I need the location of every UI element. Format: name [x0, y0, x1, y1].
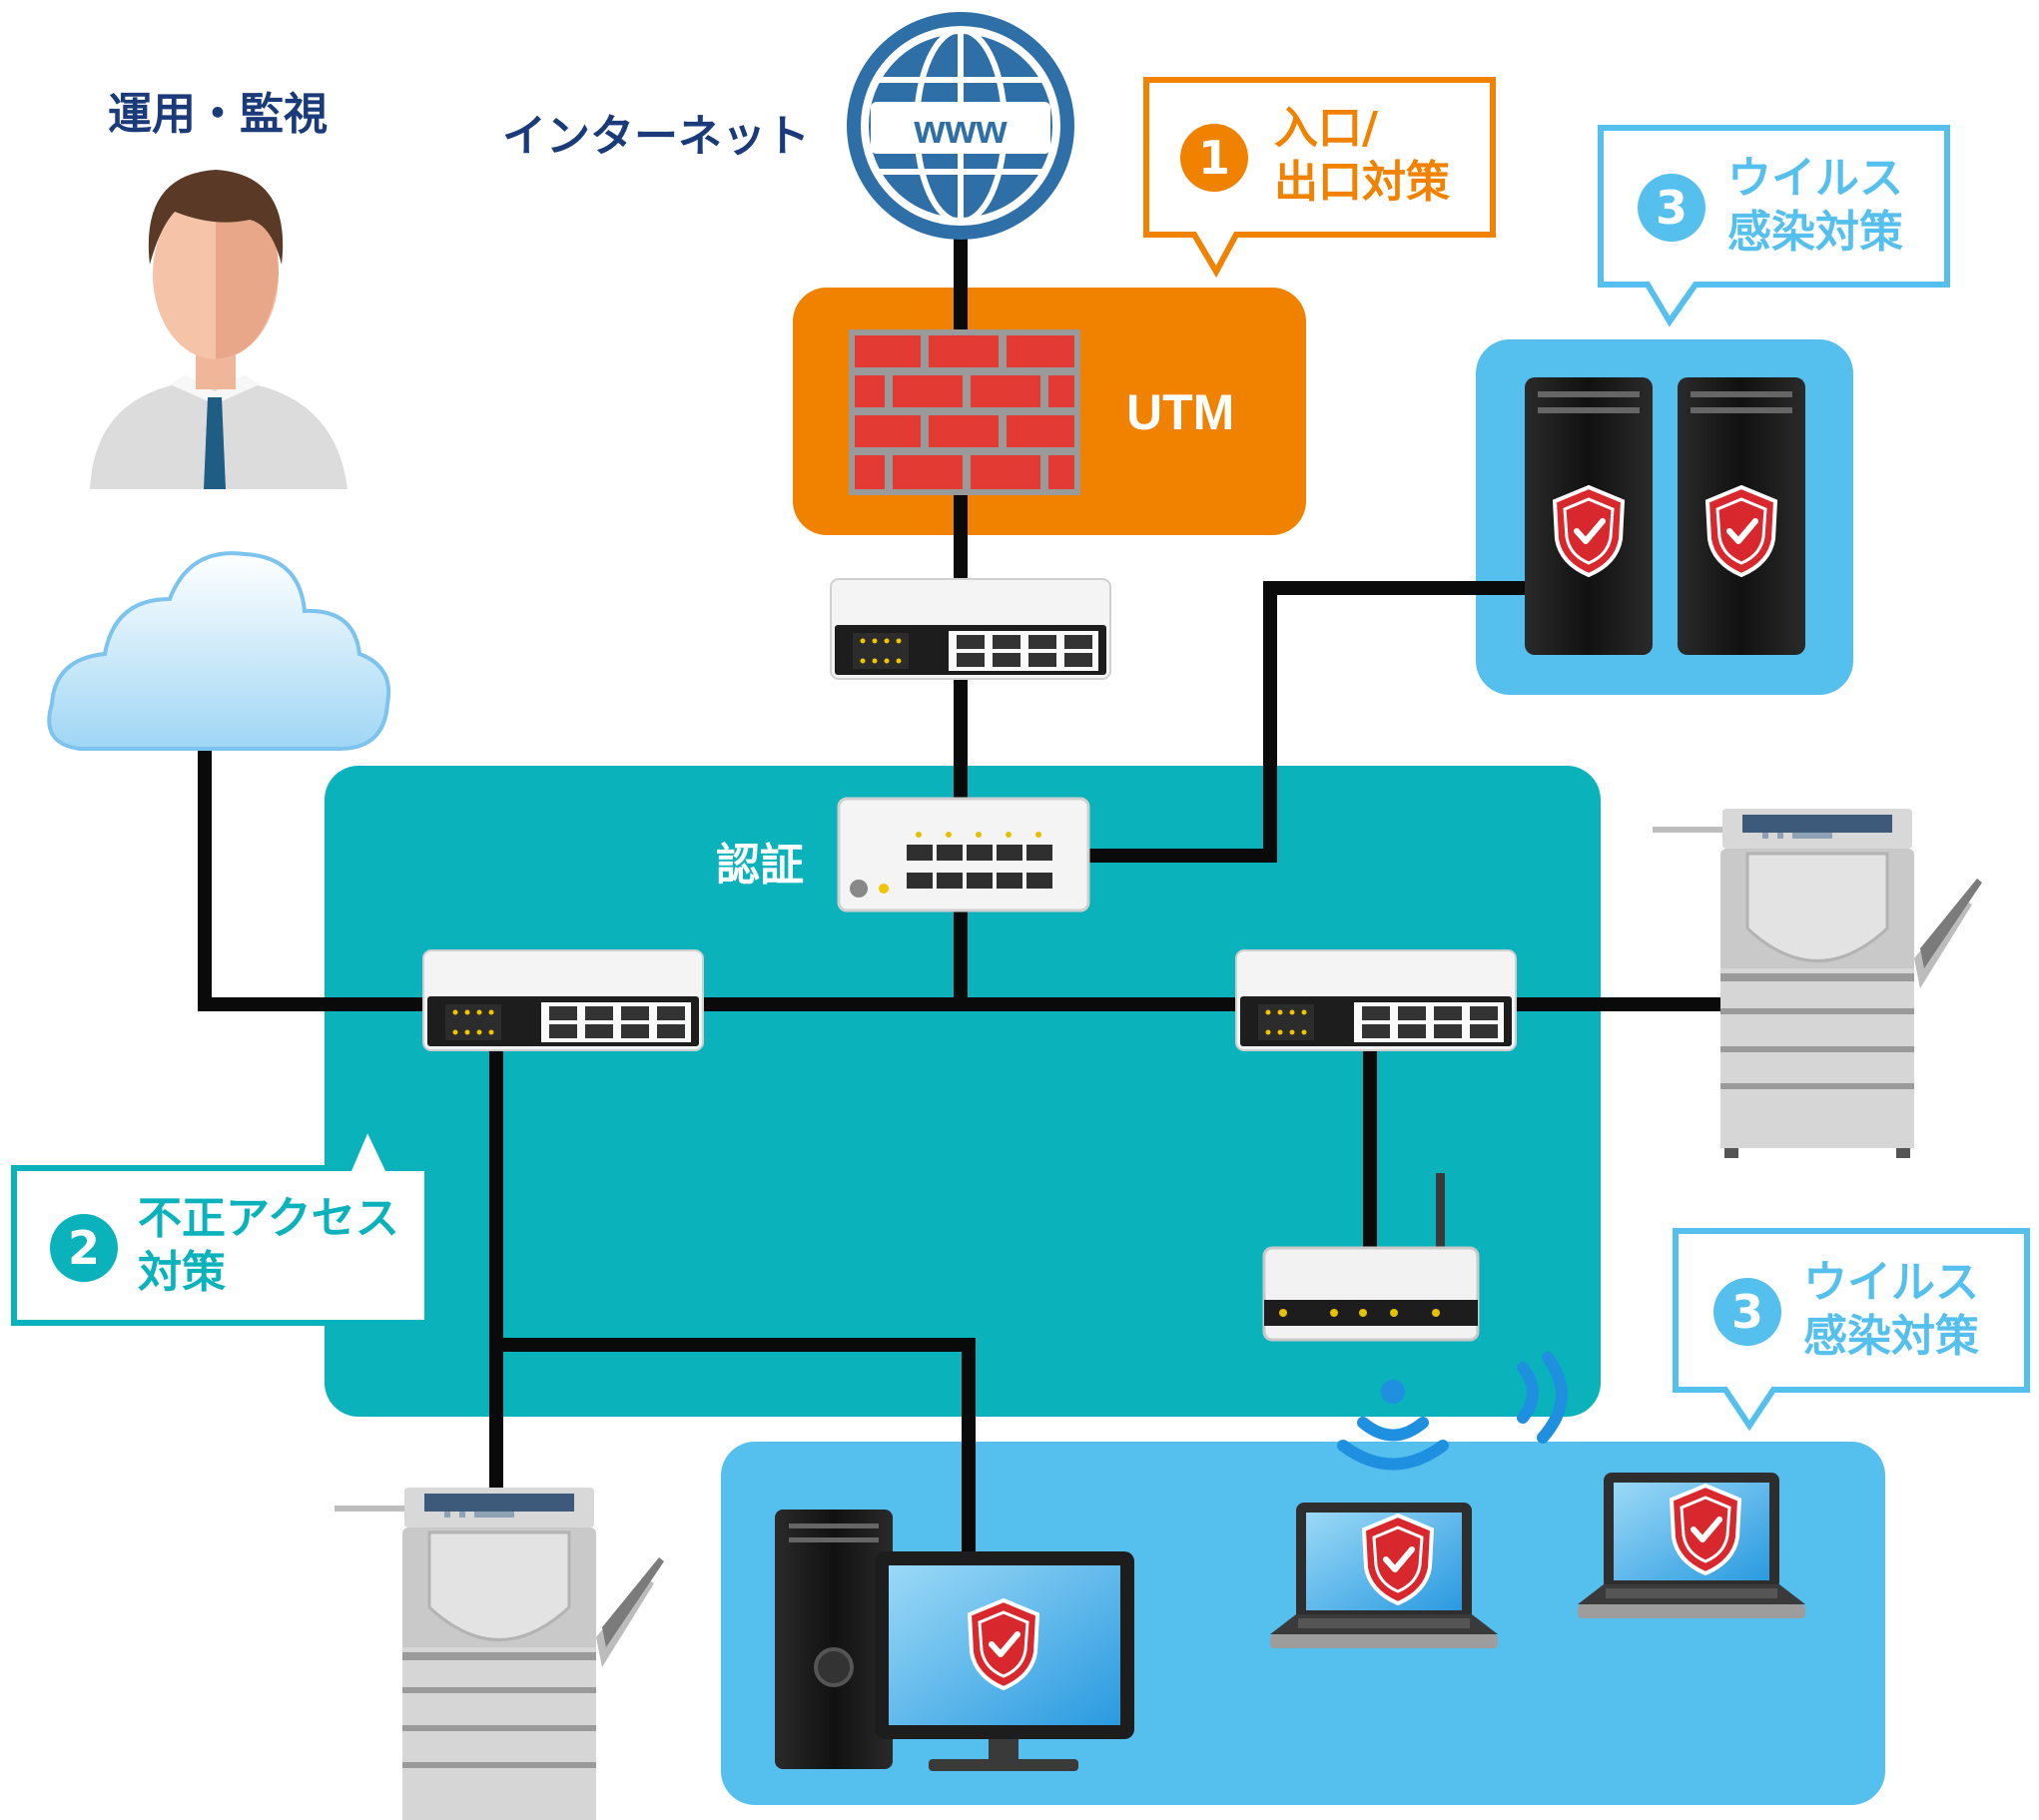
- server-tower-1: [1525, 377, 1653, 655]
- callout-2-text: 不正アクセス 対策: [138, 1192, 399, 1300]
- printer-left: [333, 1486, 666, 1820]
- callout-1-text: 入口/ 出口対策: [1274, 102, 1450, 210]
- auth-switch: [837, 797, 1090, 912]
- wifi-router: [1262, 1173, 1480, 1342]
- desktop-pc: [775, 1510, 1134, 1771]
- network-links: [198, 233, 1734, 1564]
- callout-2-number: 2: [50, 1214, 118, 1282]
- www-label: www: [913, 108, 1008, 152]
- firewall-icon: [849, 329, 1080, 495]
- laptop-1: [1270, 1503, 1498, 1648]
- callout-2-line1: 不正アクセス: [138, 1193, 399, 1244]
- laptop-2: [1578, 1473, 1805, 1618]
- lan-switch-right: [1235, 949, 1517, 1051]
- callout-3b-number: 3: [1713, 1278, 1781, 1346]
- callout-3a-line2: 感染対策: [1727, 207, 1903, 258]
- internet-globe-icon: www: [847, 12, 1074, 240]
- callout-1-number: 1: [1180, 124, 1248, 192]
- callout-3b-text: ウイルス 感染対策: [1803, 1256, 1979, 1364]
- callout-3a-text: ウイルス 感染対策: [1727, 152, 1903, 260]
- server-tower-2: [1678, 377, 1805, 655]
- auth-label: 認証: [716, 840, 804, 891]
- callout-3b-bubble: [1673, 1228, 2030, 1432]
- callout-3b-line2: 感染対策: [1803, 1311, 1979, 1362]
- callout-1-line1: 入口/: [1274, 103, 1379, 154]
- callout-2-bubble: [11, 1118, 430, 1326]
- ops-monitor-label: 運用・監視: [108, 89, 328, 140]
- callout-2-line2: 対策: [138, 1247, 226, 1298]
- callout-1-bubble: [1143, 77, 1496, 279]
- callout-3a-number: 3: [1638, 174, 1705, 242]
- internet-label: インターネット: [502, 111, 810, 162]
- core-switch: [830, 578, 1111, 680]
- operator-person-icon: [90, 170, 347, 489]
- printer-right: [1651, 807, 1984, 1160]
- utm-label: UTM: [1126, 384, 1235, 440]
- callout-3a-line1: ウイルス: [1727, 153, 1903, 204]
- callout-3a-bubble: [1598, 125, 1950, 327]
- wifi-signal-icon: [1337, 1352, 1568, 1471]
- lan-switch-left: [422, 949, 704, 1051]
- callout-3b-line1: ウイルス: [1803, 1257, 1979, 1308]
- cloud-icon: [47, 551, 391, 751]
- callout-1-line2: 出口対策: [1274, 157, 1450, 208]
